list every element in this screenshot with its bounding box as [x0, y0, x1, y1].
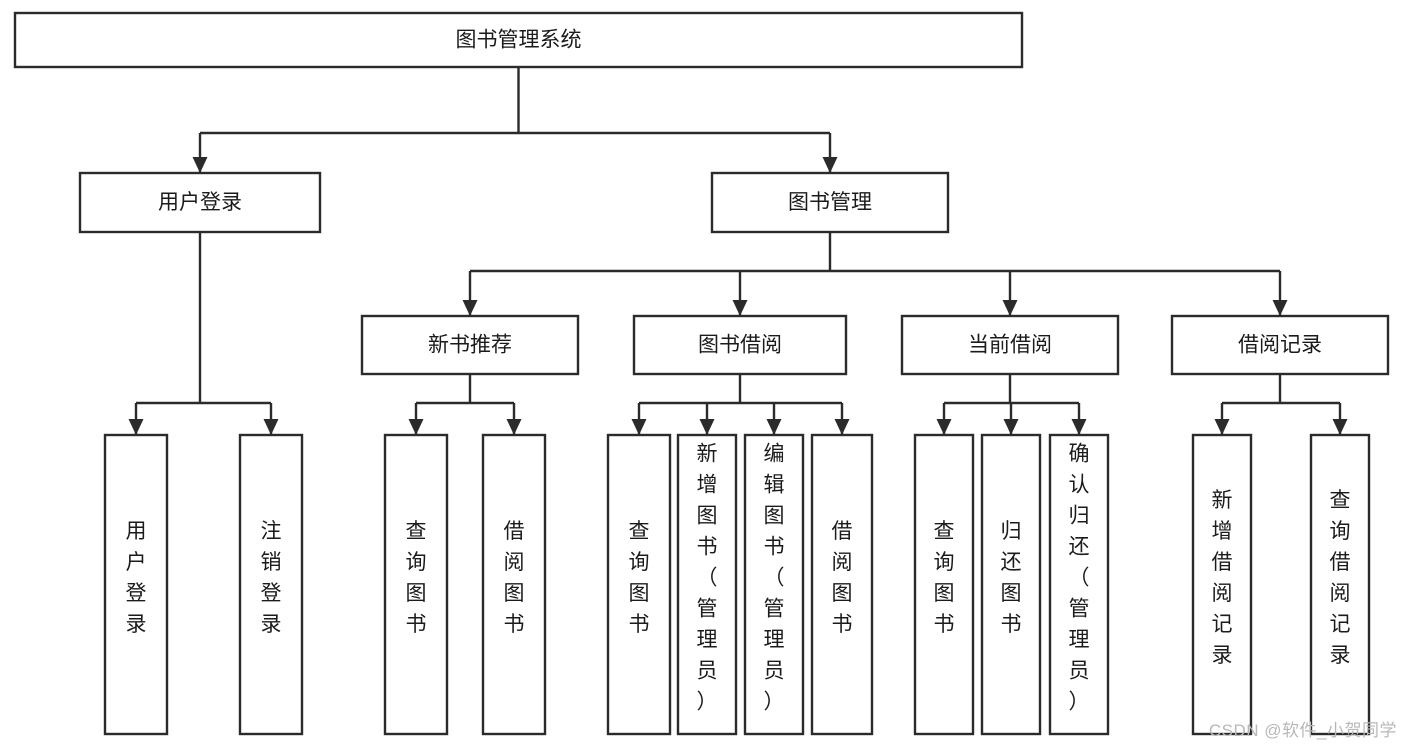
arrow-head-icon: [1003, 419, 1019, 435]
edge-group-user-login: [128, 232, 279, 435]
node-leaf-query-book-2[interactable]: 查询图书: [606, 433, 672, 736]
node-box: [103, 433, 169, 736]
node-label: 图书管理: [788, 191, 872, 214]
node-label: 图书借阅: [698, 334, 782, 357]
node-label: 新增图书（管理员）: [697, 443, 718, 714]
node-box: [238, 433, 304, 736]
node-label: 当前借阅: [968, 334, 1052, 357]
node-label: 借阅记录: [1238, 334, 1322, 357]
node-box: [383, 433, 449, 736]
edge-group-new-book-rec: [408, 374, 522, 435]
node-label: 查询图书: [406, 520, 427, 636]
node-box: [606, 433, 672, 736]
arrow-head-icon: [699, 419, 715, 435]
node-label: 编辑图书（管理员）: [764, 443, 785, 714]
node-current-borrow[interactable]: 当前借阅: [900, 314, 1120, 376]
nodes-layer: 图书管理系统用户登录图书管理新书推荐图书借阅当前借阅借阅记录用户登录注销登录查询…: [13, 11, 1390, 736]
node-leaf-borrow-book-1[interactable]: 借阅图书: [481, 433, 547, 736]
arrow-head-icon: [822, 157, 838, 173]
node-label: 查询图书: [629, 520, 650, 636]
node-box: [1048, 433, 1110, 736]
node-label: 归还图书: [1001, 520, 1022, 636]
arrow-head-icon: [1332, 419, 1348, 435]
node-leaf-borrow-book-2[interactable]: 借阅图书: [810, 433, 874, 736]
node-leaf-query-record[interactable]: 查询借阅记录: [1309, 433, 1371, 736]
node-label: 确认归还（管理员）: [1069, 443, 1090, 714]
edge-group-book-borrow: [631, 374, 850, 435]
node-leaf-user-login[interactable]: 用户登录: [103, 433, 169, 736]
arrow-head-icon: [408, 419, 424, 435]
connectors-layer: [128, 67, 1348, 435]
node-label: 新书推荐: [428, 334, 512, 357]
arrow-head-icon: [732, 300, 748, 316]
node-label: 借阅图书: [504, 520, 525, 636]
node-leaf-add-book[interactable]: 新增图书（管理员）: [676, 433, 738, 736]
node-label: 注销登录: [261, 520, 282, 636]
arrow-head-icon: [766, 419, 782, 435]
node-box: [632, 314, 848, 376]
arrow-head-icon: [506, 419, 522, 435]
node-leaf-add-record[interactable]: 新增借阅记录: [1191, 433, 1253, 736]
arrow-head-icon: [834, 419, 850, 435]
arrow-head-icon: [192, 157, 208, 173]
arrow-head-icon: [263, 419, 279, 435]
arrow-head-icon: [1272, 300, 1288, 316]
node-label: 借阅图书: [832, 520, 853, 636]
node-book-manage[interactable]: 图书管理: [710, 171, 950, 234]
arrow-head-icon: [1071, 419, 1087, 435]
edge-group-root: [192, 67, 838, 173]
node-label: 用户登录: [126, 520, 147, 636]
edge-group-borrow-record: [1214, 374, 1348, 435]
node-box: [1170, 314, 1390, 376]
arrow-head-icon: [631, 419, 647, 435]
node-leaf-edit-book[interactable]: 编辑图书（管理员）: [743, 433, 805, 736]
node-label: 查询借阅记录: [1330, 489, 1351, 667]
node-box: [913, 433, 975, 736]
node-box: [1191, 433, 1253, 736]
node-box: [13, 11, 1024, 69]
node-leaf-query-book-3[interactable]: 查询图书: [913, 433, 975, 736]
edge-group-current-borrow: [936, 374, 1087, 435]
node-box: [360, 314, 580, 376]
node-box: [676, 433, 738, 736]
node-label: 图书管理系统: [456, 29, 582, 52]
node-user-login[interactable]: 用户登录: [78, 171, 322, 234]
node-root[interactable]: 图书管理系统: [13, 11, 1024, 69]
node-leaf-confirm-return[interactable]: 确认归还（管理员）: [1048, 433, 1110, 736]
node-box: [1309, 433, 1371, 736]
node-label: 用户登录: [158, 191, 242, 214]
edge-group-book-manage: [462, 232, 1288, 316]
node-leaf-return-book[interactable]: 归还图书: [980, 433, 1042, 736]
node-box: [980, 433, 1042, 736]
node-box: [710, 171, 950, 234]
node-label: 新增借阅记录: [1212, 489, 1233, 667]
node-leaf-query-book-1[interactable]: 查询图书: [383, 433, 449, 736]
csdn-watermark: CSDN @软件_小贺同学: [1208, 721, 1397, 740]
node-book-borrow[interactable]: 图书借阅: [632, 314, 848, 376]
arrow-head-icon: [1214, 419, 1230, 435]
node-leaf-logout[interactable]: 注销登录: [238, 433, 304, 736]
node-label: 查询图书: [934, 520, 955, 636]
arrow-head-icon: [936, 419, 952, 435]
node-box: [78, 171, 322, 234]
node-borrow-record[interactable]: 借阅记录: [1170, 314, 1390, 376]
node-box: [810, 433, 874, 736]
node-box: [900, 314, 1120, 376]
arrow-head-icon: [1002, 300, 1018, 316]
node-box: [743, 433, 805, 736]
arrow-head-icon: [128, 419, 144, 435]
node-box: [481, 433, 547, 736]
arrow-head-icon: [462, 300, 478, 316]
node-new-book-rec[interactable]: 新书推荐: [360, 314, 580, 376]
